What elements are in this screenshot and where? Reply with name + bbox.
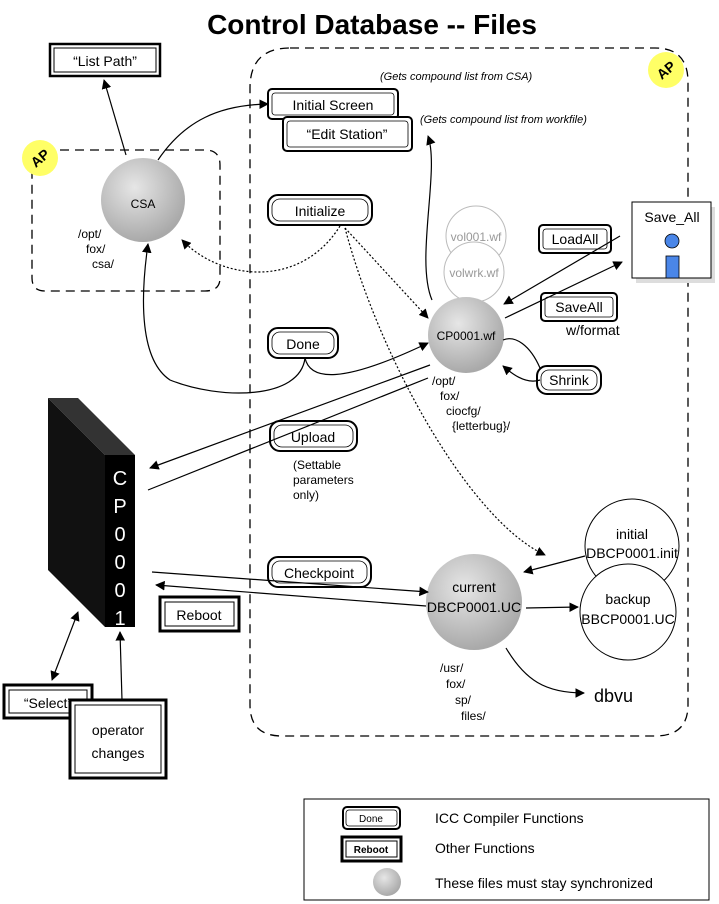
note-csa: (Gets compound list from CSA) xyxy=(380,71,533,83)
current-db-circle: current DBCP0001.UC xyxy=(426,554,522,650)
legend-icc-key: Done xyxy=(342,806,401,830)
svg-text:Save_All: Save_All xyxy=(644,209,699,225)
svg-text:P: P xyxy=(113,496,126,518)
csa-path-3: csa/ xyxy=(92,257,115,271)
db-path-1: /usr/ xyxy=(440,661,464,675)
cp0001-station: C P 0 0 0 1 xyxy=(48,398,135,630)
ap-badge-main: AP xyxy=(648,52,684,88)
volwrk-circle: volwrk.wf xyxy=(443,241,505,303)
page-title: Control Database -- Files xyxy=(207,9,537,40)
svg-text:1: 1 xyxy=(114,608,125,630)
edit-station-button[interactable]: “Edit Station” xyxy=(282,116,413,152)
svg-text:“Select”: “Select” xyxy=(24,695,73,711)
done-button[interactable]: Done xyxy=(267,327,339,359)
cp-path-1: /opt/ xyxy=(432,374,456,388)
svg-text:changes: changes xyxy=(92,745,145,761)
svg-text:volwrk.wf: volwrk.wf xyxy=(449,266,499,280)
svg-text:C: C xyxy=(113,468,127,490)
ap-badge-csa: AP xyxy=(22,140,58,176)
svg-text:Checkpoint: Checkpoint xyxy=(284,565,354,581)
svg-text:BBCP0001.UC: BBCP0001.UC xyxy=(581,611,674,627)
svg-text:initial: initial xyxy=(616,526,648,542)
svg-text:0: 0 xyxy=(114,552,125,574)
upload-button[interactable]: Upload xyxy=(269,420,358,452)
initialize-button[interactable]: Initialize xyxy=(267,194,373,226)
reboot-box[interactable]: Reboot xyxy=(158,595,241,633)
legend-other-text: Other Functions xyxy=(435,840,535,856)
svg-text:operator: operator xyxy=(92,722,144,738)
legend: Done ICC Compiler Functions Reboot Other… xyxy=(303,798,710,901)
csa-path-2: fox/ xyxy=(86,242,106,256)
svg-text:“List Path”: “List Path” xyxy=(73,53,137,69)
checkpoint-button[interactable]: Checkpoint xyxy=(267,556,372,588)
svg-text:SaveAll: SaveAll xyxy=(555,299,602,315)
svg-text:“Edit Station”: “Edit Station” xyxy=(307,126,388,142)
cp0001-wf-circle: CP0001.wf xyxy=(428,297,504,373)
legend-sync-swatch xyxy=(373,868,401,896)
dbvu-label: dbvu xyxy=(594,686,633,706)
legend-icc-text: ICC Compiler Functions xyxy=(435,810,584,826)
save-all-button[interactable]: SaveAll xyxy=(540,292,618,322)
legend-sync-text: These files must stay synchronized xyxy=(435,875,653,891)
svg-text:CP0001.wf: CP0001.wf xyxy=(437,329,496,343)
svg-text:CSA: CSA xyxy=(131,197,156,211)
legend-other-key: Reboot xyxy=(340,835,403,863)
ap-region-main xyxy=(249,47,689,737)
initial-screen-button[interactable]: Initial Screen xyxy=(267,88,399,120)
csa-circle: CSA xyxy=(101,158,185,242)
svg-text:Done: Done xyxy=(286,336,320,352)
svg-text:DBCP0001.UC: DBCP0001.UC xyxy=(427,599,521,615)
svg-text:LoadAll: LoadAll xyxy=(552,231,599,247)
note-workfile: (Gets compound list from workfile) xyxy=(420,114,587,126)
cp-path-2: fox/ xyxy=(440,389,460,403)
svg-text:0: 0 xyxy=(114,524,125,546)
csa-path-1: /opt/ xyxy=(78,227,102,241)
svg-text:DBCP0001.init: DBCP0001.init xyxy=(586,545,678,561)
wformat-label: w/format xyxy=(565,322,620,338)
cp-path-4: {letterbug}/ xyxy=(452,419,511,433)
svg-text:current: current xyxy=(452,579,496,595)
upload-note-1: (Settable xyxy=(293,458,341,472)
upload-note-2: parameters xyxy=(293,473,354,487)
svg-text:0: 0 xyxy=(114,580,125,602)
shrink-button[interactable]: Shrink xyxy=(536,365,602,395)
svg-text:backup: backup xyxy=(605,591,650,607)
svg-text:Reboot: Reboot xyxy=(176,607,221,623)
connectors xyxy=(50,79,623,701)
db-path-4: files/ xyxy=(461,709,486,723)
info-dot-icon xyxy=(664,233,680,249)
save-all-panel[interactable]: Save_All xyxy=(631,201,715,283)
upload-note-3: only) xyxy=(293,488,319,502)
load-all-button[interactable]: LoadAll xyxy=(538,224,612,254)
svg-text:Initialize: Initialize xyxy=(295,203,346,219)
info-bar-icon xyxy=(665,255,680,279)
operator-changes-box[interactable]: operator changes xyxy=(68,698,168,780)
db-path-3: sp/ xyxy=(455,693,472,707)
svg-text:vol001.wf: vol001.wf xyxy=(451,230,502,244)
svg-text:Initial Screen: Initial Screen xyxy=(293,97,374,113)
db-path-2: fox/ xyxy=(446,677,466,691)
backup-db-circle: backup BBCP0001.UC xyxy=(579,563,677,661)
list-path-box[interactable]: “List Path” xyxy=(48,42,162,78)
svg-text:Reboot: Reboot xyxy=(354,845,389,856)
svg-text:Shrink: Shrink xyxy=(549,372,590,388)
svg-text:Done: Done xyxy=(359,814,383,825)
cp-path-3: ciocfg/ xyxy=(446,404,481,418)
svg-text:Upload: Upload xyxy=(291,429,335,445)
